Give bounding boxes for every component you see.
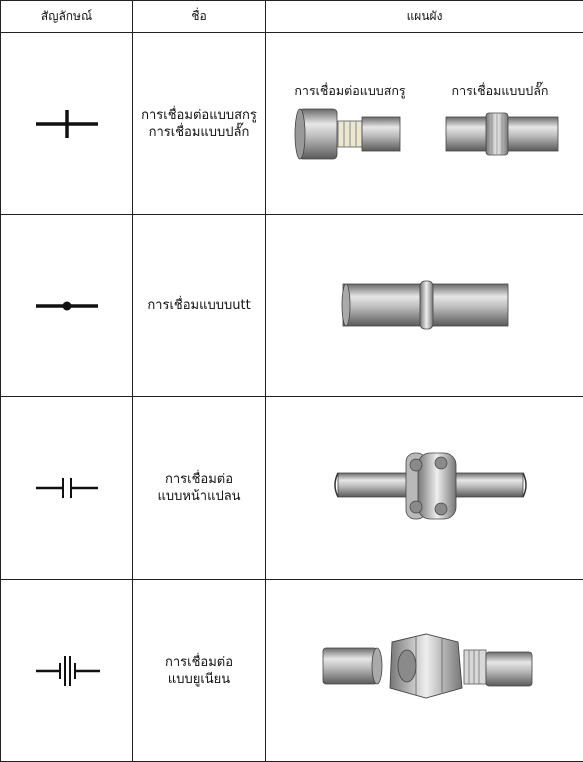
header-row: สัญลักษณ์ ชื่อ แผนผัง <box>1 1 583 33</box>
screwed-joint-label: การเชื่อมต่อแบบสกรู <box>294 82 406 99</box>
screwed-and-plug-joint-diagram: การเชื่อมต่อแบบสกรู การเชื่อมแบบปลั๊ก <box>266 33 583 214</box>
union-symbol-icon <box>1 651 132 691</box>
diagram-cell <box>266 215 583 397</box>
flange-joint-illustration <box>335 453 526 519</box>
joint-name-line: การเชื่อมต่อ <box>133 654 265 671</box>
diagram-column-header: แผนผัง <box>266 1 583 33</box>
union-joint-illustration <box>323 634 532 698</box>
joint-name-line: การเชื่อมต่อแบบสกรู <box>133 107 265 124</box>
table-row: การเชื่อมต่อ แบบหน้าแปลน <box>1 397 583 580</box>
butt-joint-illustration <box>342 281 508 329</box>
flange-joint-diagram <box>266 397 583 579</box>
symbol-column-header: สัญลักษณ์ <box>1 1 133 33</box>
table-row: การเชื่อมแบบบutt <box>1 215 583 397</box>
double-bar-symbol-icon <box>1 468 132 508</box>
table-row: การเชื่อมต่อ แบบยูเนียน <box>1 580 583 762</box>
joint-name-line: การเชื่อมต่อ <box>133 471 265 488</box>
name-column-header: ชื่อ <box>133 1 266 33</box>
name-cell: การเชื่อมต่อ แบบหน้าแปลน <box>133 397 266 580</box>
plus-cross-symbol-icon <box>1 104 132 144</box>
dot-line-symbol-icon <box>1 286 132 326</box>
screwed-joint-illustration <box>295 109 400 159</box>
union-joint-diagram <box>266 580 583 761</box>
plug-joint-label: การเชื่อมแบบปลั๊ก <box>452 81 549 98</box>
diagram-cell: การเชื่อมต่อแบบสกรู การเชื่อมแบบปลั๊ก <box>266 33 583 215</box>
symbol-cell <box>1 215 133 397</box>
joint-name-line: แบบยูเนียน <box>133 671 265 688</box>
name-cell: การเชื่อมต่อแบบสกรู การเชื่อมแบบปลั๊ก <box>133 33 266 215</box>
butt-joint-diagram <box>266 215 583 396</box>
symbol-cell <box>1 397 133 580</box>
name-cell: การเชื่อมต่อ แบบยูเนียน <box>133 580 266 762</box>
table-row: การเชื่อมต่อแบบสกรู การเชื่อมแบบปลั๊ก กา… <box>1 33 583 215</box>
plug-joint-illustration <box>446 113 558 155</box>
joint-name-line: การเชื่อมแบบบutt <box>133 297 265 314</box>
joint-name-line: แบบหน้าแปลน <box>133 488 265 505</box>
symbol-cell <box>1 33 133 215</box>
symbol-cell <box>1 580 133 762</box>
diagram-cell <box>266 580 583 762</box>
name-cell: การเชื่อมแบบบutt <box>133 215 266 397</box>
diagram-cell <box>266 397 583 580</box>
joint-name-line: การเชื่อมแบบปลั๊ก <box>133 124 265 141</box>
